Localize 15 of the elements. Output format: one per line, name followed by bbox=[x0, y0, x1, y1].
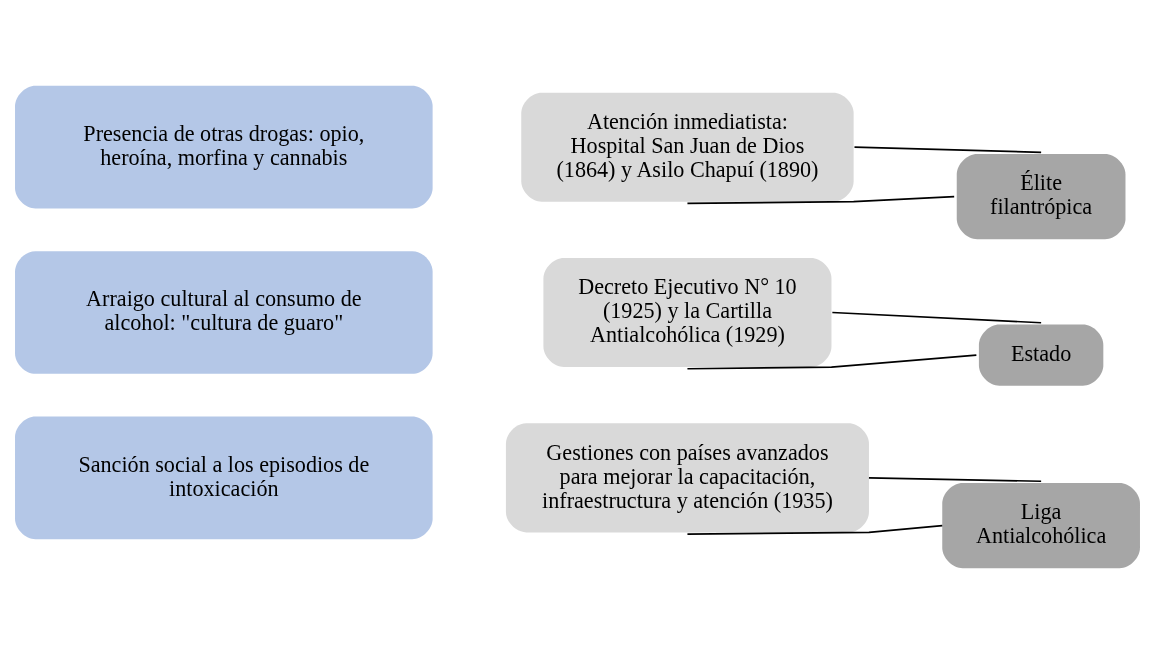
connector bbox=[831, 311, 1042, 324]
connector bbox=[686, 354, 978, 370]
node-box: Estado bbox=[978, 324, 1104, 386]
connector bbox=[853, 146, 1042, 154]
node-box: Élite filantrópica bbox=[956, 154, 1126, 240]
node-box: Atención inmediatista: Hospital San Juan de Dios (1864) y Asilo Chapuí (1890) bbox=[521, 92, 854, 202]
connector bbox=[686, 195, 956, 205]
connector bbox=[686, 524, 944, 535]
node-box: Sanción social a los episodios de intoxicación bbox=[15, 416, 433, 540]
connector bbox=[868, 477, 1042, 483]
node-box: Gestiones con países avanzados para mejorar la capacitación, infraestructura y atención (1935) bbox=[505, 423, 869, 533]
node-box: Decreto Ejecutivo N° 10 (1925) y la Cartilla Antialcohólica (1929) bbox=[543, 257, 832, 368]
node-box: Presencia de otras drogas: opio, heroína, morfina y cannabis bbox=[15, 85, 433, 209]
node-box: Arraigo cultural al consumo de alcohol: "cultura de guaro" bbox=[15, 251, 433, 374]
node-box: Liga Antialcohólica bbox=[942, 482, 1140, 569]
